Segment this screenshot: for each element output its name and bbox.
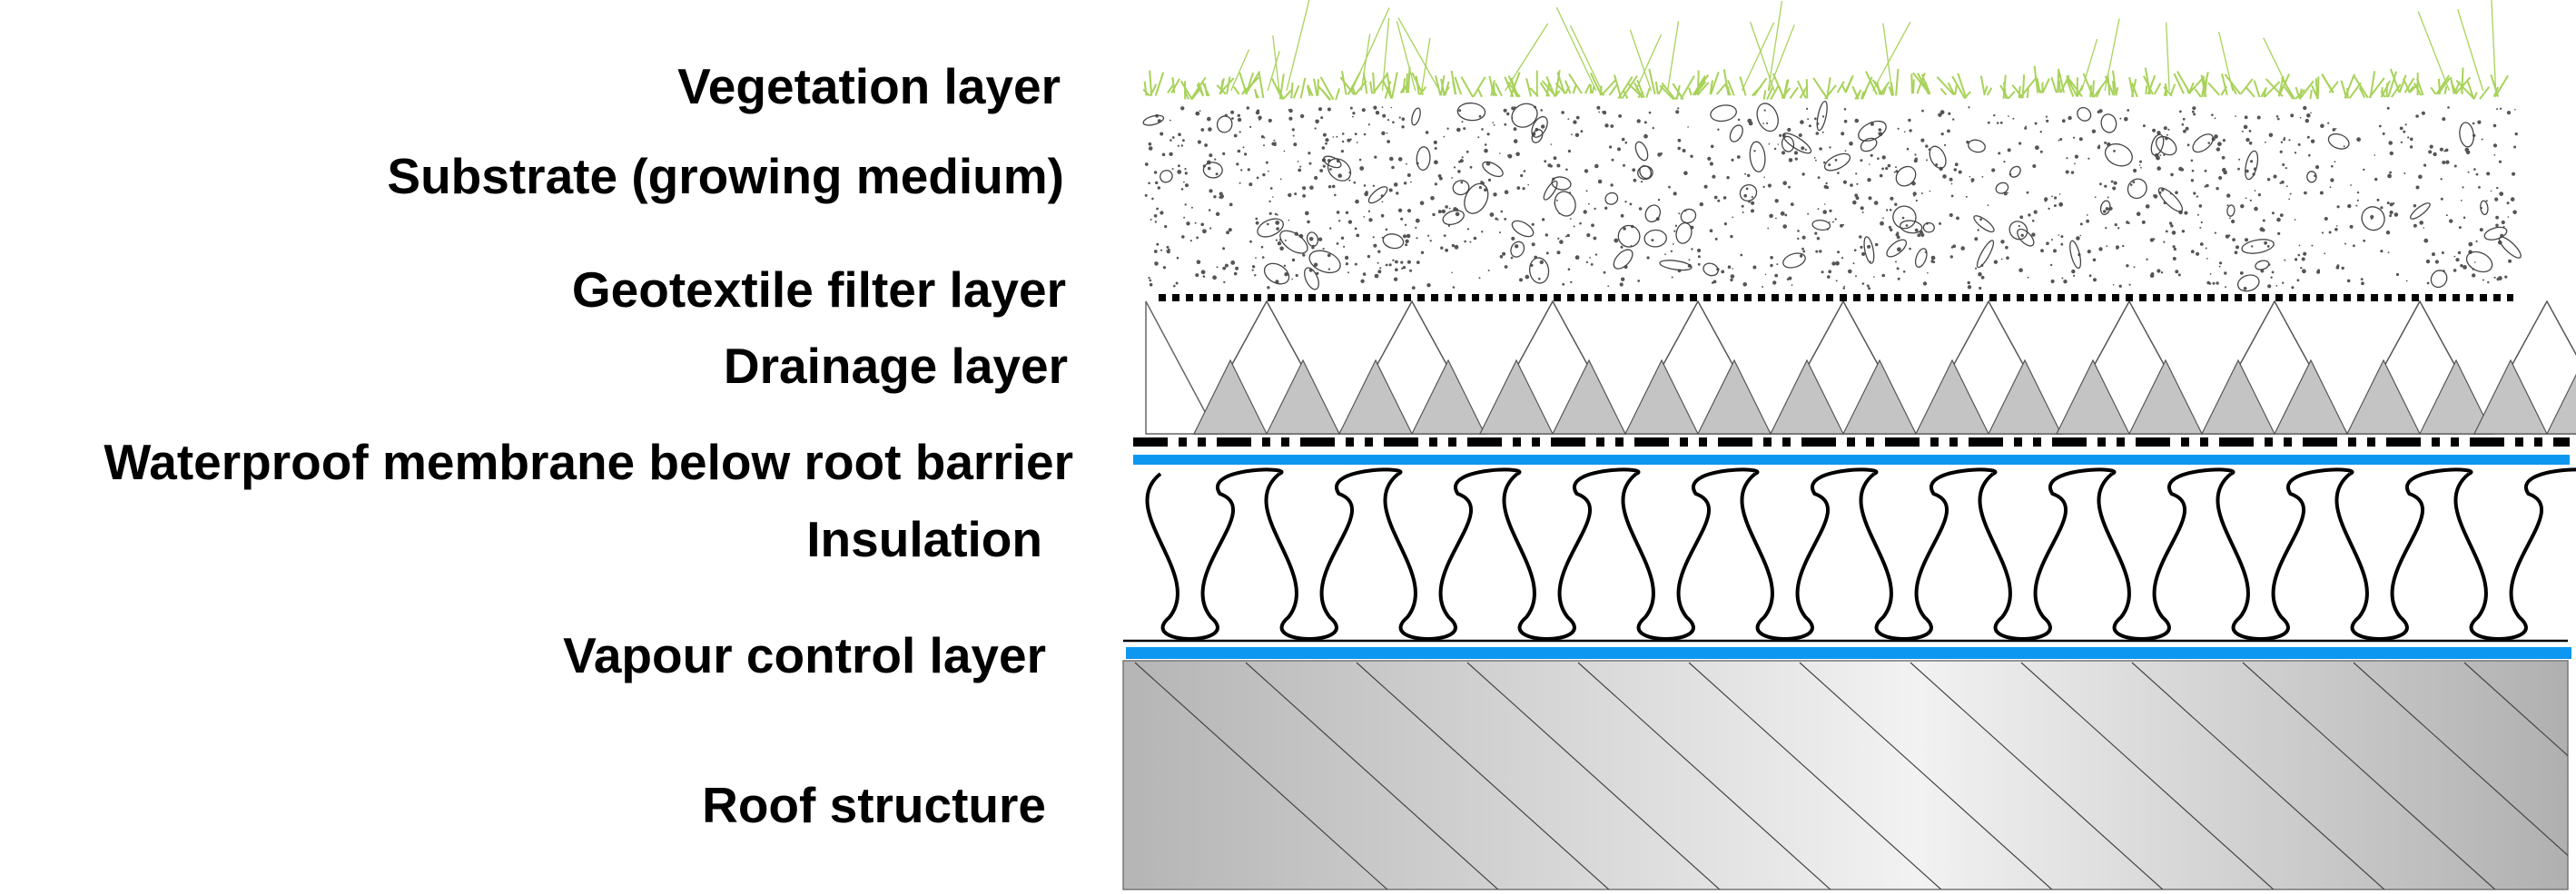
label-drainage-layer: Drainage layer — [723, 338, 1068, 394]
label-substrate: Substrate (growing medium) — [387, 148, 1064, 204]
label-geotextile-filter: Geotextile filter layer — [571, 261, 1066, 318]
insulation-layer — [1145, 467, 2576, 641]
waterproof-membrane — [1133, 455, 2570, 465]
label-roof-structure: Roof structure — [702, 777, 1046, 833]
drainage-layer — [1145, 300, 2576, 435]
roof-structure — [1122, 660, 2569, 890]
substrate-layer — [1142, 100, 2522, 292]
waterproof-membrane-root-barrier — [1133, 437, 2570, 465]
label-insulation: Insulation — [806, 511, 1042, 567]
vapour-control-layer — [1123, 639, 2571, 659]
label-waterproof-membrane: Waterproof membrane below root barrier — [104, 434, 1073, 490]
vegetation-layer — [1142, 0, 2509, 101]
roof-hatching — [1134, 662, 2568, 889]
label-vegetation-layer: Vegetation layer — [677, 58, 1061, 114]
vapour-control-membrane — [1126, 647, 2571, 659]
label-vapour-control: Vapour control layer — [563, 627, 1046, 683]
layer-labels: Vegetation layer Substrate (growing medi… — [0, 0, 1126, 894]
